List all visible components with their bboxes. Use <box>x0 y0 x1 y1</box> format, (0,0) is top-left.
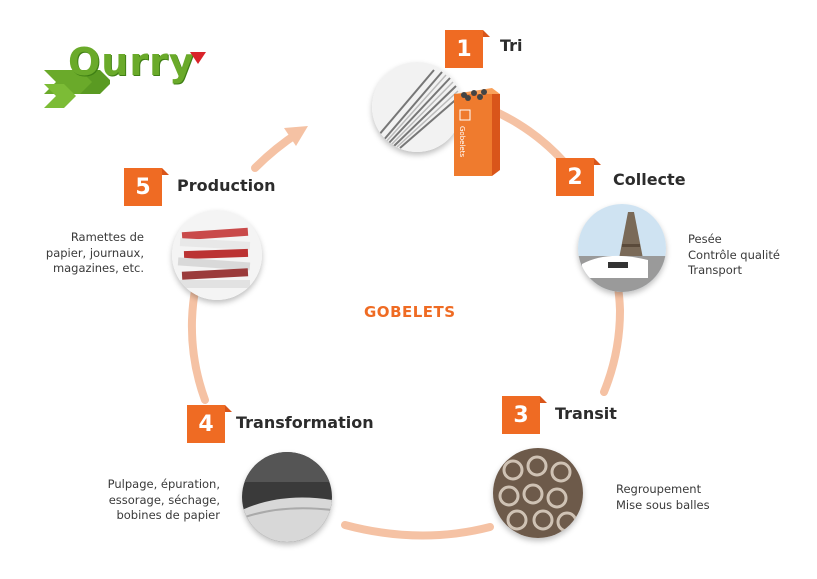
step-2-number: 2 <box>567 164 583 190</box>
step-1-title: Tri <box>500 36 523 55</box>
step-3-photo <box>493 448 583 538</box>
step-4-number: 4 <box>198 411 214 437</box>
step-2-line: Contrôle qualité <box>688 247 780 262</box>
step-4-line: essorage, séchage, <box>108 492 220 507</box>
step-1-number: 1 <box>456 36 472 62</box>
step-4-line: bobines de papier <box>116 508 220 522</box>
step-5-line: Ramettes de <box>70 230 144 244</box>
step-3-line: Regroupement <box>616 482 702 496</box>
step-1-photo <box>372 62 462 152</box>
step-3-title: Transit <box>555 404 617 423</box>
logo-wordmark: Ourry <box>68 40 195 84</box>
step-2-description: Pesée Contrôle qualité Transport <box>688 232 780 279</box>
step-4-photo <box>242 452 332 542</box>
step-2-badge: 2 <box>556 158 601 196</box>
step-3-line: Mise sous balles <box>616 497 710 512</box>
step-4-description: Pulpage, épuration, essorage, séchage, b… <box>92 477 220 524</box>
cycle-arrow-icon <box>251 126 308 172</box>
logo-text: Ourry <box>68 40 195 84</box>
step-1-badge: 1 <box>445 30 490 68</box>
step-5-title: Production <box>177 176 276 195</box>
logo-chevrons-icon <box>44 70 110 108</box>
step-2-line: Transport <box>688 263 742 277</box>
step-5-badge: 5 <box>124 168 169 206</box>
step-5-number: 5 <box>135 174 151 200</box>
step-3-description: Regroupement Mise sous balles <box>616 482 710 513</box>
step-5-line: papier, journaux, <box>45 245 144 260</box>
step-3-badge: 3 <box>502 396 547 434</box>
step-4-badge: 4 <box>187 405 232 443</box>
step-2-title: Collecte <box>613 170 686 189</box>
step-3-number: 3 <box>513 402 529 428</box>
step-4-line: Pulpage, épuration, <box>107 477 220 491</box>
recycling-bin-icon <box>454 88 500 176</box>
logo-accent-triangle <box>190 52 206 64</box>
step-4-title: Transformation <box>236 413 374 432</box>
step-2-photo <box>578 204 666 292</box>
bin-label: Gobelets <box>458 126 466 158</box>
step-5-line: magazines, etc. <box>52 261 144 275</box>
step-5-description: Ramettes de papier, journaux, magazines,… <box>36 230 144 277</box>
center-label: GOBELETS <box>364 303 456 321</box>
step-2-line: Pesée <box>688 232 722 246</box>
step-5-photo <box>172 210 262 300</box>
